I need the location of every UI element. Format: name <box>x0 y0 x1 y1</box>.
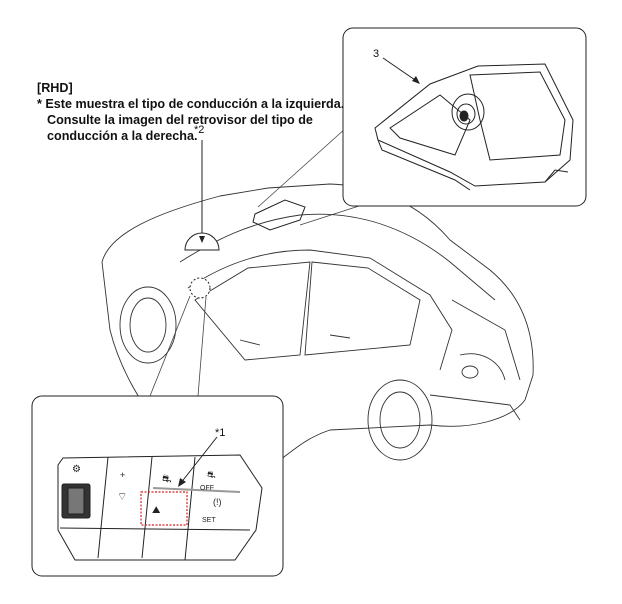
svg-text:⌔: ⌔ <box>117 491 127 503</box>
svg-text:(!): (!) <box>213 497 222 507</box>
set-label: SET <box>202 517 216 524</box>
callout-camera: 3 <box>373 48 379 60</box>
camera-module-on-car <box>252 199 306 231</box>
off-label: OFF <box>200 485 214 492</box>
svg-text:⛐: ⛐ <box>207 470 216 481</box>
rhd-note: [RHD] * Este muestra el tipo de conducci… <box>37 80 344 144</box>
camera-bracket-drawing <box>374 63 574 191</box>
switch-panel-drawing: ⚙ + ⌔ ⛐ ⛐ (!) <box>57 454 263 561</box>
switch-location-circle <box>189 277 211 299</box>
rhd-tag: [RHD] <box>37 81 73 95</box>
svg-text:⛐: ⛐ <box>162 473 172 485</box>
svg-text:⛰: ⛰ <box>152 505 161 516</box>
highlighted-switch <box>140 491 188 526</box>
note-line-2: Consulte la imagen del retrovisor del ti… <box>47 113 313 127</box>
svg-text:⚙: ⚙ <box>72 464 81 475</box>
svg-text:+: + <box>120 470 125 480</box>
callout-switch: *1 <box>215 427 225 439</box>
callout-mirror: *2 <box>194 124 204 136</box>
note-line-1: * Este muestra el tipo de conducción a l… <box>37 97 345 111</box>
car-illustration <box>101 183 534 475</box>
note-line-3: conducción a la derecha. <box>47 129 198 143</box>
